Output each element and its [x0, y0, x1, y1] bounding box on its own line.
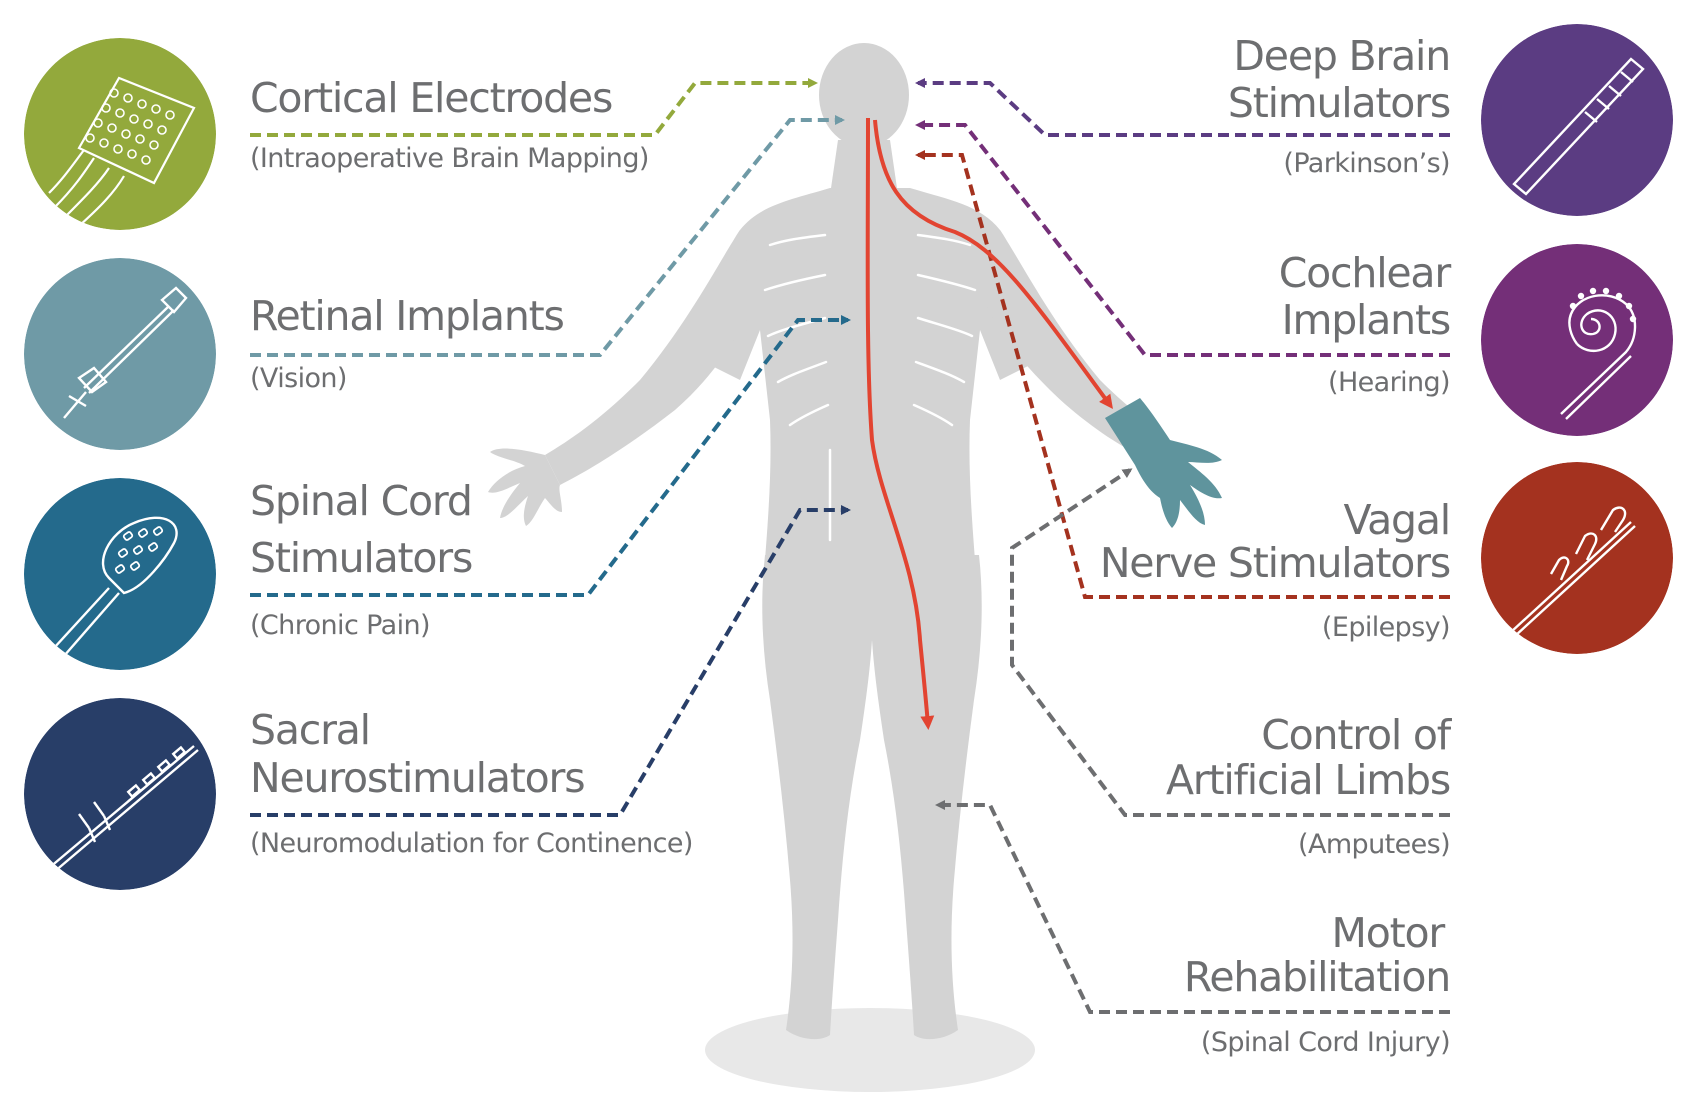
tined-lead-icon	[24, 698, 216, 890]
connector-retinal	[250, 115, 845, 357]
label-motor-subtitle: (Spinal Cord Injury)	[1200, 1027, 1451, 1058]
neural-path-spine	[865, 117, 935, 730]
label-limbs-title-line1: Control of	[1261, 711, 1451, 759]
connector-artificial-limbs	[1010, 468, 1450, 817]
label-limbs-title-line2: Artificial Limbs	[1165, 756, 1451, 804]
label-vagal-title-line2: Nerve Stimulators	[1099, 539, 1451, 587]
helical-cuff-icon	[1481, 462, 1673, 654]
label-retinal-title: Retinal Implants	[250, 292, 565, 340]
label-spinal-title-line1: Spinal Cord	[250, 477, 473, 525]
label-deep-brain-subtitle: (Parkinson’s)	[1283, 148, 1450, 179]
label-spinal-title-line2: Stimulators	[250, 534, 473, 582]
label-vagal-subtitle: (Epilepsy)	[1321, 612, 1451, 643]
electrode-grid-icon	[24, 38, 216, 230]
dbs-lead-icon	[1481, 24, 1673, 216]
label-sacral-title-line1: Sacral	[250, 706, 371, 754]
floor-shadow	[705, 1008, 1035, 1092]
label-motor-title-line2: Rehabilitation	[1183, 953, 1451, 1001]
cochlear-spiral-icon	[1481, 244, 1673, 436]
connector-cortical	[250, 78, 818, 137]
rib-lines	[763, 233, 977, 542]
retinal-probe-icon	[24, 258, 216, 450]
label-sacral-title-line2: Neurostimulators	[250, 754, 586, 802]
connector-cochlear	[915, 120, 1450, 357]
label-cortical-subtitle: (Intraoperative Brain Mapping)	[250, 143, 649, 174]
label-deep-brain-title-line2: Stimulators	[1227, 79, 1451, 127]
prosthetic-hand	[1105, 398, 1222, 528]
label-cortical-title: Cortical Electrodes	[250, 74, 613, 122]
connector-motor-rehab	[935, 800, 1450, 1014]
paddle-lead-icon	[24, 478, 216, 670]
label-spinal-subtitle: (Chronic Pain)	[250, 610, 431, 641]
label-vagal-title-line1: Vagal	[1343, 496, 1451, 544]
connector-sacral	[250, 505, 851, 817]
neural-path-arm	[873, 119, 1113, 410]
connector-deep-brain	[915, 78, 1450, 137]
connector-spinal	[250, 315, 851, 597]
label-cochlear-subtitle: (Hearing)	[1328, 367, 1451, 398]
label-limbs-subtitle: (Amputees)	[1298, 829, 1451, 860]
label-cochlear-title-line1: Cochlear	[1278, 249, 1451, 297]
label-sacral-subtitle: (Neuromodulation for Continence)	[250, 828, 693, 859]
label-deep-brain-title-line1: Deep Brain	[1233, 32, 1451, 80]
human-body-silhouette	[488, 43, 1150, 1040]
label-cochlear-title-line2: Implants	[1281, 296, 1452, 344]
label-motor-title-line1: Motor	[1331, 909, 1446, 957]
label-retinal-subtitle: (Vision)	[250, 363, 347, 394]
